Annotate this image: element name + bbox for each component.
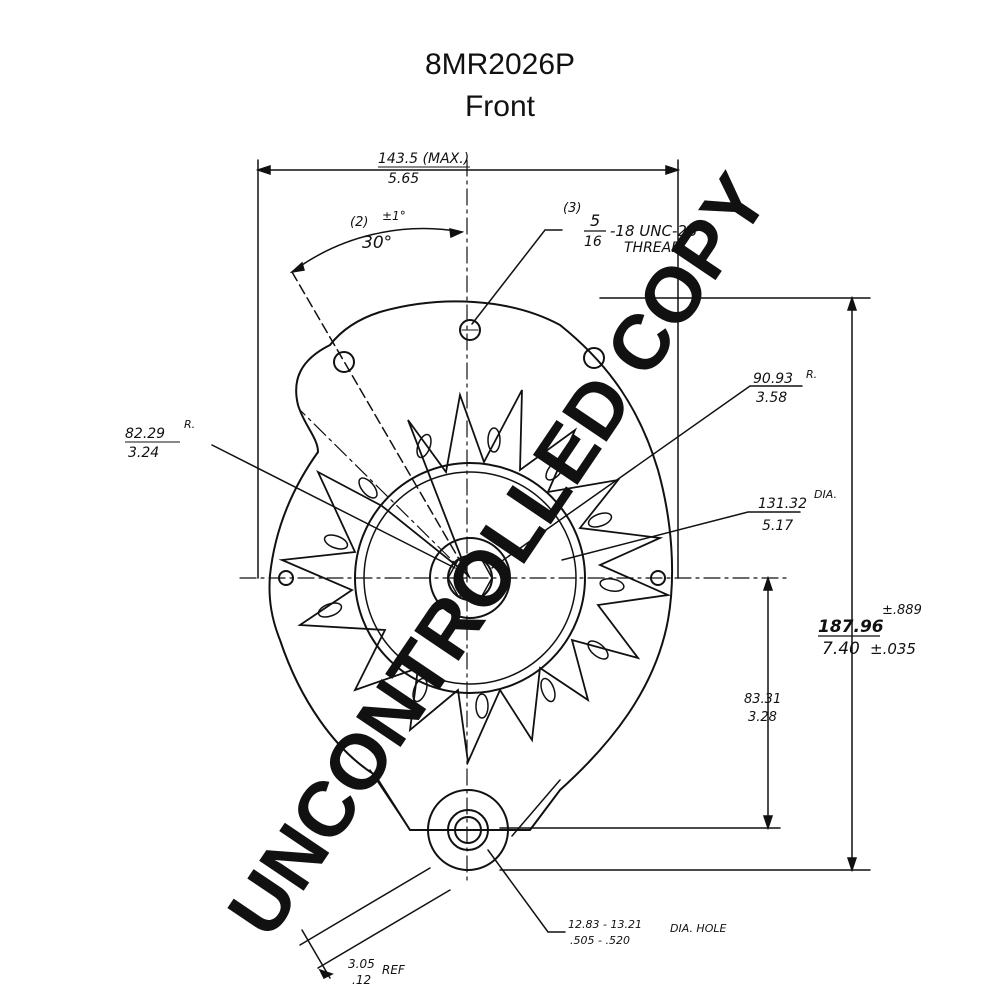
- angle-value: 30°: [362, 233, 392, 253]
- fan-blades: [278, 389, 672, 766]
- overall-height-tol-imperial: ±.035: [870, 640, 916, 658]
- bottom-hole-outer: [447, 809, 489, 851]
- offset-ref-label: REF: [382, 963, 406, 977]
- fan-diameter-imperial: 5.17: [762, 518, 793, 534]
- radius-right-metric: 90.93: [753, 371, 793, 387]
- angle-dim-lines: [289, 227, 471, 579]
- thread-ref: (3): [563, 201, 581, 216]
- radius-right-suffix: R.: [806, 368, 817, 381]
- offset-ref-metric: 3.05: [348, 957, 375, 971]
- radius-left-leader: [211, 444, 456, 569]
- radius-left-metric: 82.29: [125, 426, 165, 442]
- center-to-hole-imperial: 3.28: [748, 710, 777, 725]
- thread-leader: [471, 229, 563, 325]
- hole-leader: [487, 849, 566, 933]
- overall-height-tol-metric: ±.889: [882, 603, 922, 618]
- thread-spec: -18 UNC-2B: [610, 222, 697, 240]
- overall-width-imperial: 5.65: [388, 171, 419, 187]
- overall-height-metric: 187.96: [818, 617, 884, 637]
- top-mount-hole: [459, 319, 481, 341]
- hole-imperial: .505 - .520: [570, 934, 630, 947]
- offset-ref-dim-lines: [299, 867, 451, 980]
- view-name-subtitle: Front: [464, 90, 536, 123]
- radius-left-imperial: 3.24: [128, 445, 159, 461]
- fan-diameter-suffix: DIA.: [814, 488, 837, 501]
- fan-slots: [317, 427, 625, 719]
- left-mount-hole: [333, 351, 355, 373]
- hole-label: DIA. HOLE: [670, 922, 726, 935]
- overall-width-dim-lines: [255, 159, 681, 579]
- radius-right-leader: [491, 385, 803, 569]
- part-number-title: 8MR2026P: [424, 48, 576, 81]
- thread-label: THREAD: [624, 240, 682, 256]
- angle-ref: (2): [350, 215, 368, 230]
- diameter-leader: [561, 511, 801, 561]
- bottom-boss-outer: [427, 789, 509, 871]
- watermark-text: UNCONTROLLED COPY: [210, 158, 785, 951]
- center-to-hole-metric: 83.31: [744, 692, 781, 707]
- radius-left-suffix: R.: [184, 418, 195, 431]
- hole-metric: 12.83 - 13.21: [568, 918, 642, 931]
- thread-denominator: 16: [584, 234, 602, 250]
- offset-ref-imperial: .12: [352, 973, 371, 987]
- angle-tolerance: ±1°: [382, 209, 406, 223]
- fan-diameter-metric: 131.32: [758, 496, 807, 512]
- dimension-labels: 143.5 (MAX.) 5.65 (2) ±1° 30° (3) 5 16 -…: [125, 151, 922, 987]
- overall-height-dim-lines: [499, 295, 871, 873]
- housing-outline: [268, 300, 674, 831]
- pulley-outer-circle: [354, 462, 586, 694]
- thread-numerator: 5: [590, 211, 600, 230]
- radius-right-imperial: 3.58: [756, 390, 787, 406]
- overall-height-imperial: 7.40: [822, 639, 860, 659]
- center-lines: [239, 159, 791, 881]
- right-mount-hole: [583, 347, 605, 369]
- bottom-hole-inner: [454, 816, 482, 844]
- center-to-hole-dim-lines: [499, 575, 781, 831]
- bottom-bracket: [369, 769, 561, 837]
- overall-width-metric: 143.5 (MAX.): [378, 151, 469, 167]
